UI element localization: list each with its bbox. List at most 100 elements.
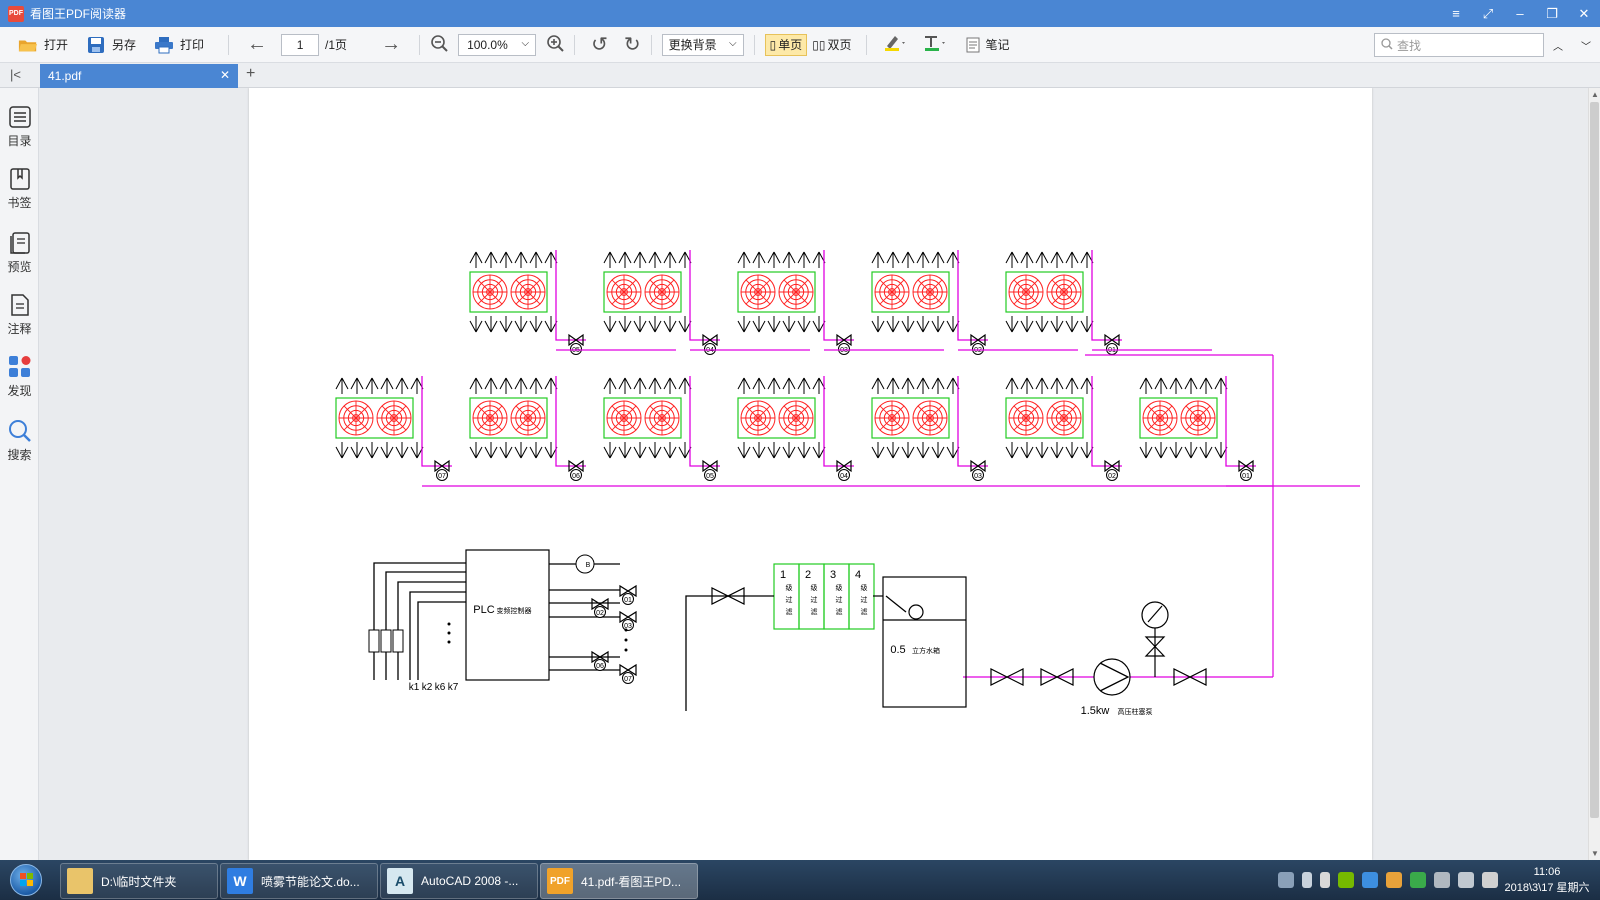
task-autocad[interactable]: A AutoCAD 2008 -... <box>380 863 538 899</box>
nvidia-icon[interactable] <box>1338 872 1354 888</box>
pipe-branch <box>1091 376 1098 467</box>
sidebar-item-toc[interactable]: 目录 <box>0 104 39 149</box>
background-select[interactable]: 更换背景 ⌵ <box>661 33 744 56</box>
sidebar-item-discover[interactable]: 发现 <box>0 354 39 399</box>
nozzle-spray <box>782 320 790 333</box>
system-tray: 11:06 2018\3\17 星期六 <box>1274 860 1600 900</box>
fan-spoke <box>1025 417 1039 431</box>
rotate-right-icon[interactable]: ↻ <box>623 34 641 56</box>
fan-spoke <box>1051 291 1065 305</box>
minimize-icon[interactable]: – <box>1516 6 1524 21</box>
nozzle-spray <box>1011 320 1019 333</box>
volume-icon[interactable] <box>1482 872 1498 888</box>
spray-unit-row2 <box>335 397 414 439</box>
nozzle-spray <box>1065 320 1073 333</box>
network-icon[interactable] <box>1434 872 1450 888</box>
fan-spoke <box>879 405 893 419</box>
restore-icon[interactable]: ❐ <box>1546 5 1558 21</box>
nozzles-bottom <box>469 442 558 459</box>
new-tab-icon[interactable]: + <box>246 65 256 82</box>
plc-input-line <box>409 591 466 680</box>
nozzle-spray <box>603 446 611 459</box>
text-tool-icon[interactable] <box>923 34 947 55</box>
fullscreen-icon[interactable]: ⤢ <box>1482 5 1494 21</box>
pump-arrow <box>1099 662 1130 692</box>
nozzle-spray <box>946 251 954 264</box>
nozzle-spray <box>1205 377 1213 390</box>
zoom-select[interactable]: 100.0% ⌵ <box>458 33 537 56</box>
scroll-up-icon[interactable]: ▲ <box>1591 90 1599 99</box>
vertical-scrollbar[interactable]: ▲ ▼ <box>1588 88 1600 860</box>
zoom-out-icon[interactable] <box>430 34 448 55</box>
rotate-left-icon[interactable]: ↺ <box>591 34 608 56</box>
cloud-icon[interactable] <box>1362 872 1378 888</box>
print-button[interactable]: 打印 <box>150 32 208 58</box>
start-button[interactable] <box>6 860 46 900</box>
open-button[interactable]: 打开 <box>14 32 72 58</box>
nozzle-spray <box>624 251 632 264</box>
pressure-gauge-icon <box>1141 601 1169 629</box>
task-wps[interactable]: W 喷雾节能论文.do... <box>220 863 378 899</box>
sidebar-item-search[interactable]: 搜索 <box>0 418 39 463</box>
list-icon <box>7 104 33 130</box>
page-number-input[interactable]: 1 <box>281 33 320 56</box>
single-page-button[interactable]: ▯ 单页 <box>764 33 808 56</box>
sidebar-item-bookmarks[interactable]: 书签 <box>0 166 39 211</box>
collapse-sidebar-icon[interactable]: |< <box>10 67 21 82</box>
fan-spoke <box>757 279 771 293</box>
zoom-in-icon[interactable] <box>546 34 564 55</box>
nozzle-spray <box>812 446 820 459</box>
menu-icon[interactable]: ≡ <box>1452 6 1460 21</box>
save-as-button[interactable]: 另存 <box>82 32 140 58</box>
ellipsis-dot <box>624 648 628 652</box>
clock[interactable]: 11:06 2018\3\17 星期六 <box>1502 864 1592 896</box>
fan-spoke <box>477 291 491 305</box>
sidebar-item-annotations[interactable]: 注释 <box>0 292 39 337</box>
highlighter-icon[interactable] <box>883 34 907 55</box>
pdf-app-icon: PDF <box>547 868 573 894</box>
pdf-page: 0504030201070605040302011.5kw高压柱塞泵0.5立方水… <box>249 88 1372 860</box>
double-page-button[interactable]: ▯▯ 双页 <box>807 34 856 56</box>
fan-spoke <box>355 405 369 419</box>
close-icon[interactable]: ✕ <box>1578 5 1590 21</box>
nozzle-spray <box>1184 377 1192 390</box>
fan-spoke <box>879 279 893 293</box>
sidebar-item-preview[interactable]: 预览 <box>0 230 39 275</box>
tab-document[interactable]: 41.pdf ✕ <box>40 64 238 88</box>
prev-page-icon[interactable]: ← <box>247 33 268 55</box>
display-icon[interactable] <box>1458 872 1474 888</box>
nozzle-spray <box>877 377 885 390</box>
keyboard-icon[interactable] <box>1278 872 1294 888</box>
fan-spoke <box>795 279 809 293</box>
scroll-down-icon[interactable]: ▼ <box>1591 849 1599 858</box>
nozzle-spray <box>529 251 537 264</box>
annotation-icon <box>7 292 33 318</box>
shield-icon[interactable] <box>1410 872 1426 888</box>
search-next-icon[interactable]: ﹀ <box>1581 41 1591 53</box>
nozzle-spray <box>618 377 626 390</box>
task-pdf-reader[interactable]: PDF 41.pdf-看图王PD... <box>540 863 698 899</box>
nozzle-spray <box>618 320 626 333</box>
nozzle-spray <box>535 446 543 459</box>
search-prev-icon[interactable]: ︿ <box>1553 41 1563 53</box>
notes-button[interactable]: 笔记 <box>961 32 1013 58</box>
document-viewport[interactable]: 0504030201070605040302011.5kw高压柱塞泵0.5立方水… <box>39 88 1588 860</box>
microphone-icon[interactable] <box>1302 872 1312 888</box>
nozzle-spray <box>1169 377 1177 390</box>
nozzle-spray <box>529 377 537 390</box>
search-input[interactable]: 查找 <box>1374 33 1544 57</box>
filter-number: 4 <box>855 569 861 581</box>
nozzles-top <box>871 377 960 394</box>
nozzle-spray <box>1005 251 1013 264</box>
color-app-icon[interactable] <box>1386 872 1402 888</box>
scroll-thumb[interactable] <box>1590 102 1599 818</box>
nozzle-spray <box>752 320 760 333</box>
valve-icon <box>970 459 986 473</box>
input-method-icon[interactable] <box>1320 872 1330 888</box>
task-explorer[interactable]: D:\临时文件夹 <box>60 863 218 899</box>
close-tab-icon[interactable]: ✕ <box>219 68 230 82</box>
nozzle-spray <box>752 251 760 264</box>
inlet-pipe <box>685 595 710 711</box>
next-page-icon[interactable]: → <box>381 33 402 55</box>
nozzle-spray <box>886 320 894 333</box>
